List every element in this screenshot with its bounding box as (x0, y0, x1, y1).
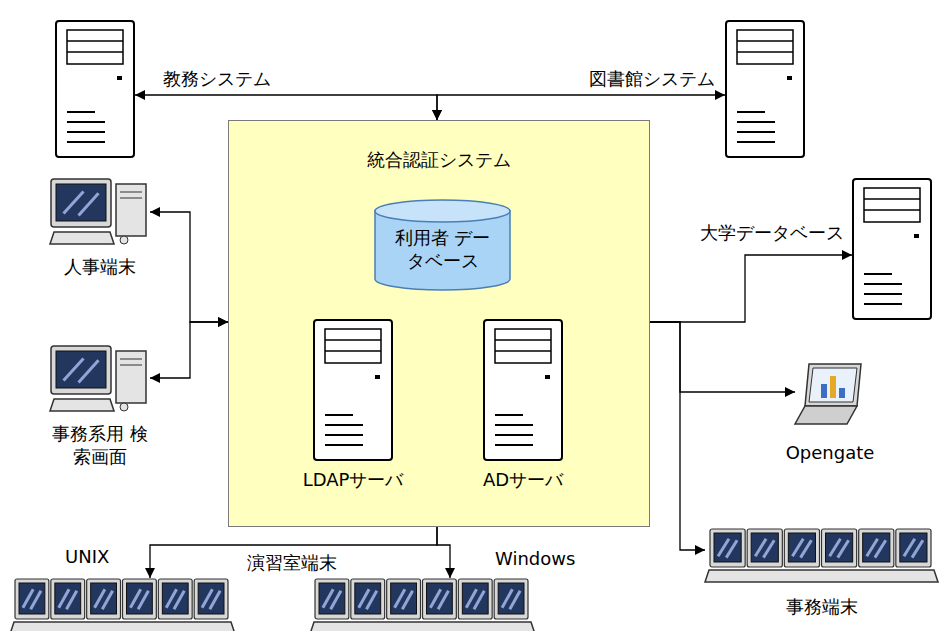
server-icon (55, 20, 135, 158)
node-label: UNIX (65, 546, 109, 569)
connector-arrow (150, 212, 228, 322)
terminal-node: 人事端末 (50, 178, 150, 246)
connector-arrow (437, 527, 450, 578)
server-icon (852, 178, 932, 320)
terminal-node: 事務系用 検索画面 (50, 345, 150, 413)
node-label: 事務端末 (665, 596, 941, 619)
server-icon (483, 319, 563, 461)
node-label: 人事端末 (10, 256, 190, 279)
node-label: Opengate (755, 442, 905, 465)
terminal-row: 事務端末 (705, 528, 938, 586)
node-label: Windows (495, 548, 575, 571)
database-cylinder: 利用者 データベース (374, 199, 511, 291)
node-label: LDAPサーバ (273, 469, 433, 492)
group-label: 演習室端末 (245, 551, 339, 575)
terminal-row: Windows (310, 578, 535, 631)
row-icon (705, 528, 938, 586)
terminal-row: UNIX (10, 578, 235, 631)
server-node: LDAPサーバ (313, 319, 393, 461)
row-icon (310, 578, 535, 631)
row-icon (10, 578, 235, 631)
connector-arrow (650, 255, 852, 322)
pc-icon (50, 178, 150, 246)
system-box: 統合認証システム利用者 データベース LDAPサーバ ADサーバ (228, 120, 650, 527)
node-label: 利用者 データベース (386, 227, 499, 272)
node-label: 事務系用 検索画面 (50, 423, 150, 468)
node-label: ADサーバ (443, 469, 603, 492)
connector-arrow (650, 322, 705, 550)
connector-arrow (135, 95, 437, 120)
laptop-icon (795, 362, 865, 426)
node-label: 教務システム (163, 68, 271, 91)
server-icon (313, 319, 393, 461)
node-label: 大学データベース (700, 222, 844, 245)
server-node: 大学データベース (852, 178, 932, 320)
server-icon (725, 20, 805, 158)
laptop-node: Opengate (795, 362, 865, 426)
connector-arrow (150, 527, 437, 578)
connector-arrow (650, 322, 795, 392)
server-node: ADサーバ (483, 319, 563, 461)
connector-arrow (437, 95, 725, 120)
node-label: 統合認証システム (229, 149, 649, 172)
server-node: 図書館システム (725, 20, 805, 158)
pc-icon (50, 345, 150, 413)
connector-arrow (150, 322, 228, 378)
node-label: 図書館システム (589, 68, 715, 91)
server-node: 教務システム (55, 20, 135, 158)
